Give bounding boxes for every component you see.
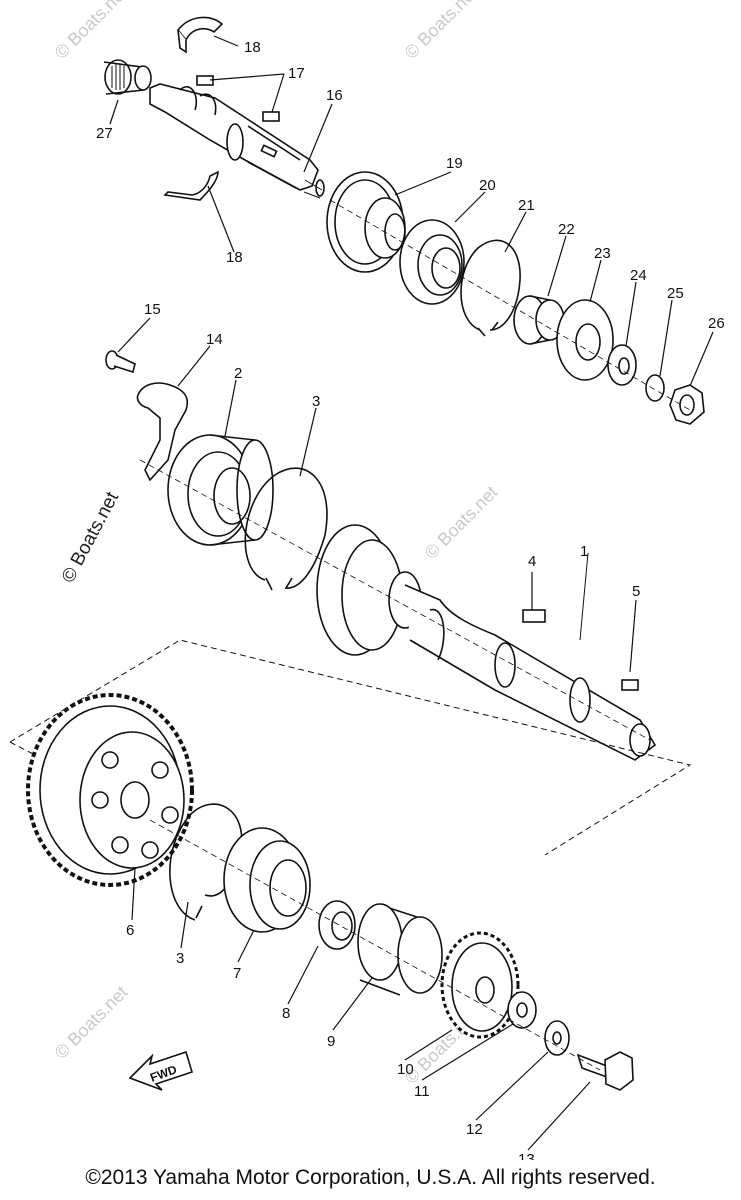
bolt-13 (576, 1051, 634, 1091)
plate-14 (136, 382, 189, 482)
bottom-assembly (26, 693, 634, 1091)
callout-15: 15 (144, 301, 161, 318)
top-shaft-assembly (103, 16, 705, 425)
washer-24 (607, 344, 637, 386)
nut-26 (669, 384, 705, 425)
shaft-1 (404, 584, 657, 761)
spacer-9 (357, 903, 443, 996)
callout-12: 12 (466, 1121, 483, 1138)
gear-10 (440, 931, 520, 1039)
watermark-text: © Boats.net (51, 982, 132, 1063)
callout-1: 1 (580, 543, 588, 560)
callout-10: 10 (397, 1061, 414, 1078)
exploded-parts-diagram: © Boats.net © Boats.net © Boats.net © Bo… (9, 0, 725, 1160)
gear-19 (326, 171, 406, 273)
reference-outline (9, 639, 692, 856)
callout-18: 18 (244, 39, 261, 56)
circlip-21 (460, 239, 521, 331)
callout-6: 6 (126, 922, 134, 939)
watermark-text: © Boats.net (401, 0, 482, 63)
fwd-arrow-icon: FWD (128, 1050, 193, 1091)
callout-18: 18 (226, 249, 243, 266)
callout-labels: 1 2 3 3 4 5 6 7 8 9 10 11 12 13 14 15 16… (96, 39, 725, 1160)
key-17 (262, 111, 280, 122)
callout-7: 7 (233, 965, 241, 982)
callout-21: 21 (518, 197, 535, 214)
callout-27: 27 (96, 125, 113, 142)
screw-15 (105, 350, 136, 374)
key-5 (621, 679, 639, 691)
callout-19: 19 (446, 155, 463, 172)
callout-11: 11 (414, 1083, 430, 1100)
washer-23 (556, 299, 614, 381)
callout-9: 9 (327, 1033, 335, 1050)
callout-2: 2 (234, 365, 242, 382)
callout-22: 22 (558, 221, 575, 238)
shaft-16 (149, 83, 325, 199)
middle-shaft-assembly (105, 350, 657, 761)
watermark-text-dark: © Boats.net (58, 488, 124, 586)
needle-bearing-27 (103, 59, 152, 95)
circlip-3-upper (244, 467, 328, 589)
callout-17: 17 (288, 65, 305, 82)
key-4 (522, 609, 546, 623)
lockwasher-25 (645, 374, 665, 402)
callout-3: 3 (312, 393, 320, 410)
callout-24: 24 (630, 267, 647, 284)
bearing-half-18-bottom (163, 170, 219, 201)
callout-13: 13 (518, 1151, 535, 1160)
callout-4: 4 (528, 553, 536, 570)
ball-bearing-2 (167, 434, 274, 546)
leader-lines (109, 35, 714, 1151)
watermark-text: © Boats.net (51, 0, 132, 63)
callout-20: 20 (479, 177, 496, 194)
large-gear-6 (26, 693, 194, 887)
callout-25: 25 (667, 285, 684, 302)
gear-shaft-1 (316, 524, 422, 656)
callout-5: 5 (632, 583, 640, 600)
watermark-text: © Boats.net (421, 482, 502, 563)
ball-bearing-20 (399, 219, 465, 305)
copyright-notice: ©2013 Yamaha Motor Corporation, U.S.A. A… (85, 1166, 656, 1189)
callout-23: 23 (594, 245, 611, 262)
lockwasher-12 (544, 1020, 570, 1056)
key-17 (196, 75, 214, 86)
callout-14: 14 (206, 331, 223, 348)
callout-8: 8 (282, 1005, 290, 1022)
collar-22 (513, 295, 565, 345)
bearing-half-18-top (176, 16, 224, 42)
callout-3: 3 (176, 950, 184, 967)
washer-11 (507, 991, 537, 1029)
collar-8 (318, 900, 356, 950)
ball-bearing-7 (223, 827, 311, 933)
callout-26: 26 (708, 315, 725, 332)
callout-16: 16 (326, 87, 343, 104)
